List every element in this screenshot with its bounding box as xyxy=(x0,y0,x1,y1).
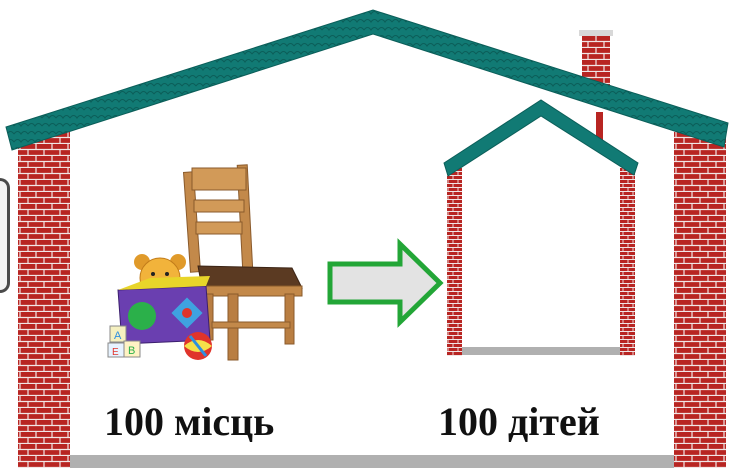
big-house xyxy=(5,9,729,468)
small-roof xyxy=(443,99,639,177)
children-caption: 100 дітей xyxy=(438,399,600,444)
big-floor xyxy=(70,455,674,468)
toy-box-with-teddy-bear-icon: A E B xyxy=(107,254,212,360)
small-left-wall xyxy=(447,168,462,356)
small-house xyxy=(443,99,639,356)
right-brick-wall xyxy=(674,130,726,468)
svg-text:B: B xyxy=(128,345,135,357)
small-right-wall xyxy=(620,168,635,356)
small-floor xyxy=(462,347,620,355)
left-brick-wall xyxy=(18,130,70,468)
svg-text:E: E xyxy=(112,347,119,358)
chimney-cap xyxy=(579,30,613,36)
arrow-right-icon xyxy=(327,238,444,328)
big-roof xyxy=(5,9,729,151)
side-tab-handle xyxy=(0,178,10,293)
places-caption: 100 місць xyxy=(104,399,275,444)
small-house-pole xyxy=(596,112,603,144)
wooden-chair-icon xyxy=(182,164,303,361)
svg-text:A: A xyxy=(114,330,122,342)
